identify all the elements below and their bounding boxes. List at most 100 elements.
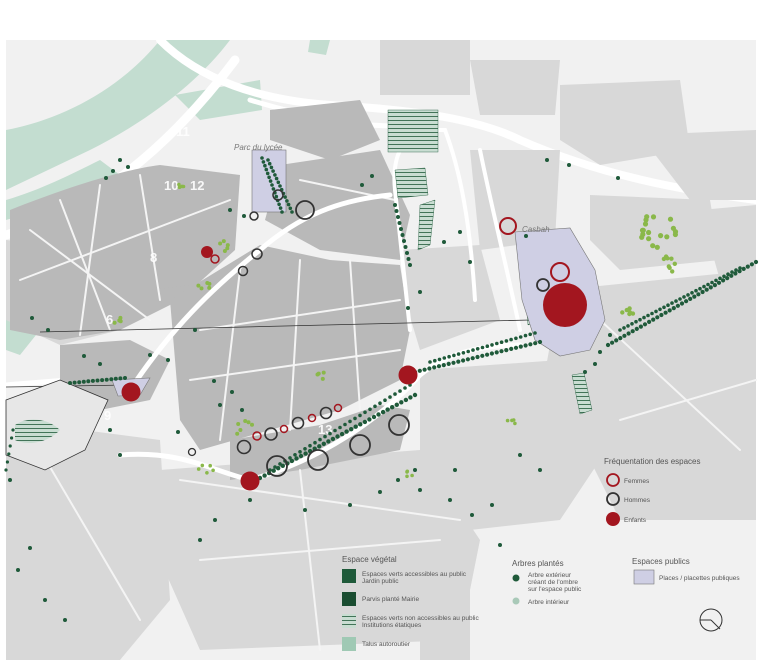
marker-enfants [201, 246, 213, 258]
tree-dot [662, 305, 666, 310]
tree-dot [212, 379, 216, 383]
legend-swatch-non-accessible [342, 614, 356, 628]
tree-dot [343, 422, 347, 427]
tree-dot [417, 368, 422, 373]
tree-dot [8, 444, 12, 448]
tree-dot [242, 214, 246, 218]
legend-frequentation: Fréquentation des espaces Femmes Hommes … [604, 457, 701, 526]
tree-dot [280, 210, 284, 214]
tree-dot [616, 176, 620, 180]
tree-dot [458, 230, 462, 234]
marker-enfants [543, 283, 587, 327]
tree-dot [466, 349, 471, 354]
tree-dot [362, 419, 368, 425]
tree-dot [285, 199, 289, 203]
tree-dot [294, 456, 299, 461]
district-number: 10 [164, 178, 178, 193]
tree-dot [90, 378, 95, 383]
legend-parvis-label: Parvis planté Mairie [362, 596, 419, 603]
tree-dot [518, 453, 522, 457]
tree-dot [670, 225, 677, 231]
tree-dot [177, 185, 182, 189]
tree-dot [647, 319, 652, 324]
tree-dot [198, 538, 202, 542]
marker-hommes [295, 200, 315, 220]
tree-dot [640, 231, 646, 237]
legend-hommes-swatch [606, 492, 620, 506]
tree-dot [494, 350, 499, 355]
tree-dot [418, 488, 422, 492]
tree-dot [4, 468, 8, 472]
tree-dot [270, 183, 274, 187]
tree-dot [278, 206, 283, 210]
tree-dot [207, 285, 212, 290]
tree-dot [700, 289, 705, 295]
tree-dot [348, 503, 352, 507]
tree-dot [485, 352, 490, 357]
legend-swatch-arbre-exterieur [512, 574, 520, 582]
tree-dot [490, 503, 494, 507]
legend-frequentation-title: Fréquentation des espaces [604, 457, 701, 466]
tree-dot [393, 392, 397, 396]
tree-dot [513, 345, 519, 350]
tree-dot [367, 417, 372, 422]
tree-dot [659, 312, 664, 318]
tree-dot [376, 412, 381, 417]
marker-femmes [333, 403, 343, 413]
tree-dot [112, 320, 117, 325]
legend-non-accessible-line2: Institutions étatiques [362, 622, 422, 629]
tree-dot [650, 214, 657, 220]
tree-dot [627, 306, 632, 311]
tree-dot [358, 422, 363, 427]
tree-dot [230, 390, 234, 394]
tree-dot [678, 297, 682, 301]
tree-dot [383, 398, 387, 403]
tree-dot [610, 340, 615, 345]
tree-dot [303, 508, 307, 512]
tree-dot [205, 471, 209, 475]
tree-dot [749, 262, 755, 267]
legend-talus-label: Talus autoroutier [362, 641, 411, 648]
legend-arbres-title: Arbres plantés [512, 559, 564, 568]
tree-dot [207, 281, 212, 286]
legend-swatch-places [633, 569, 655, 585]
district-number: 8 [150, 250, 157, 265]
tree-dot [222, 249, 227, 253]
tree-dot [360, 183, 364, 187]
tree-dot [639, 227, 646, 233]
tree-dot [118, 158, 122, 162]
tree-dot [418, 290, 422, 294]
tree-dot [388, 395, 392, 399]
tree-dot [353, 424, 358, 429]
tree-dot [666, 303, 670, 308]
tree-dot [262, 473, 267, 478]
tree-dot [410, 473, 414, 478]
tree-dot [675, 303, 681, 308]
tree-dot [716, 280, 722, 285]
tree-dot [77, 380, 82, 385]
tree-dot [339, 431, 345, 437]
tree-dot [498, 543, 502, 547]
legend-arbre-exterieur-line3: sur l'espace public [528, 586, 582, 593]
marker-femmes [252, 431, 262, 441]
tree-dot [437, 357, 442, 362]
tree-dot [118, 319, 123, 324]
tree-dot [674, 299, 678, 303]
tree-dot [504, 339, 509, 343]
marker-hommes [307, 449, 329, 471]
tree-dot [622, 326, 626, 330]
tree-dot [643, 217, 649, 223]
tree-dot [278, 184, 282, 188]
legend-arbres: Arbres plantés Arbre extérieur créant de… [512, 559, 582, 606]
tree-dot [408, 395, 413, 400]
tree-dot [598, 350, 602, 354]
tree-dot [228, 208, 232, 212]
tree-dot [289, 458, 295, 464]
tree-dot [710, 280, 714, 285]
tree-dot [371, 414, 377, 420]
tree-dot [730, 270, 734, 274]
tree-dot [166, 358, 170, 362]
tree-dot [208, 463, 212, 468]
legend-arbre-exterieur-line2: créant de l'ombre [528, 579, 578, 586]
